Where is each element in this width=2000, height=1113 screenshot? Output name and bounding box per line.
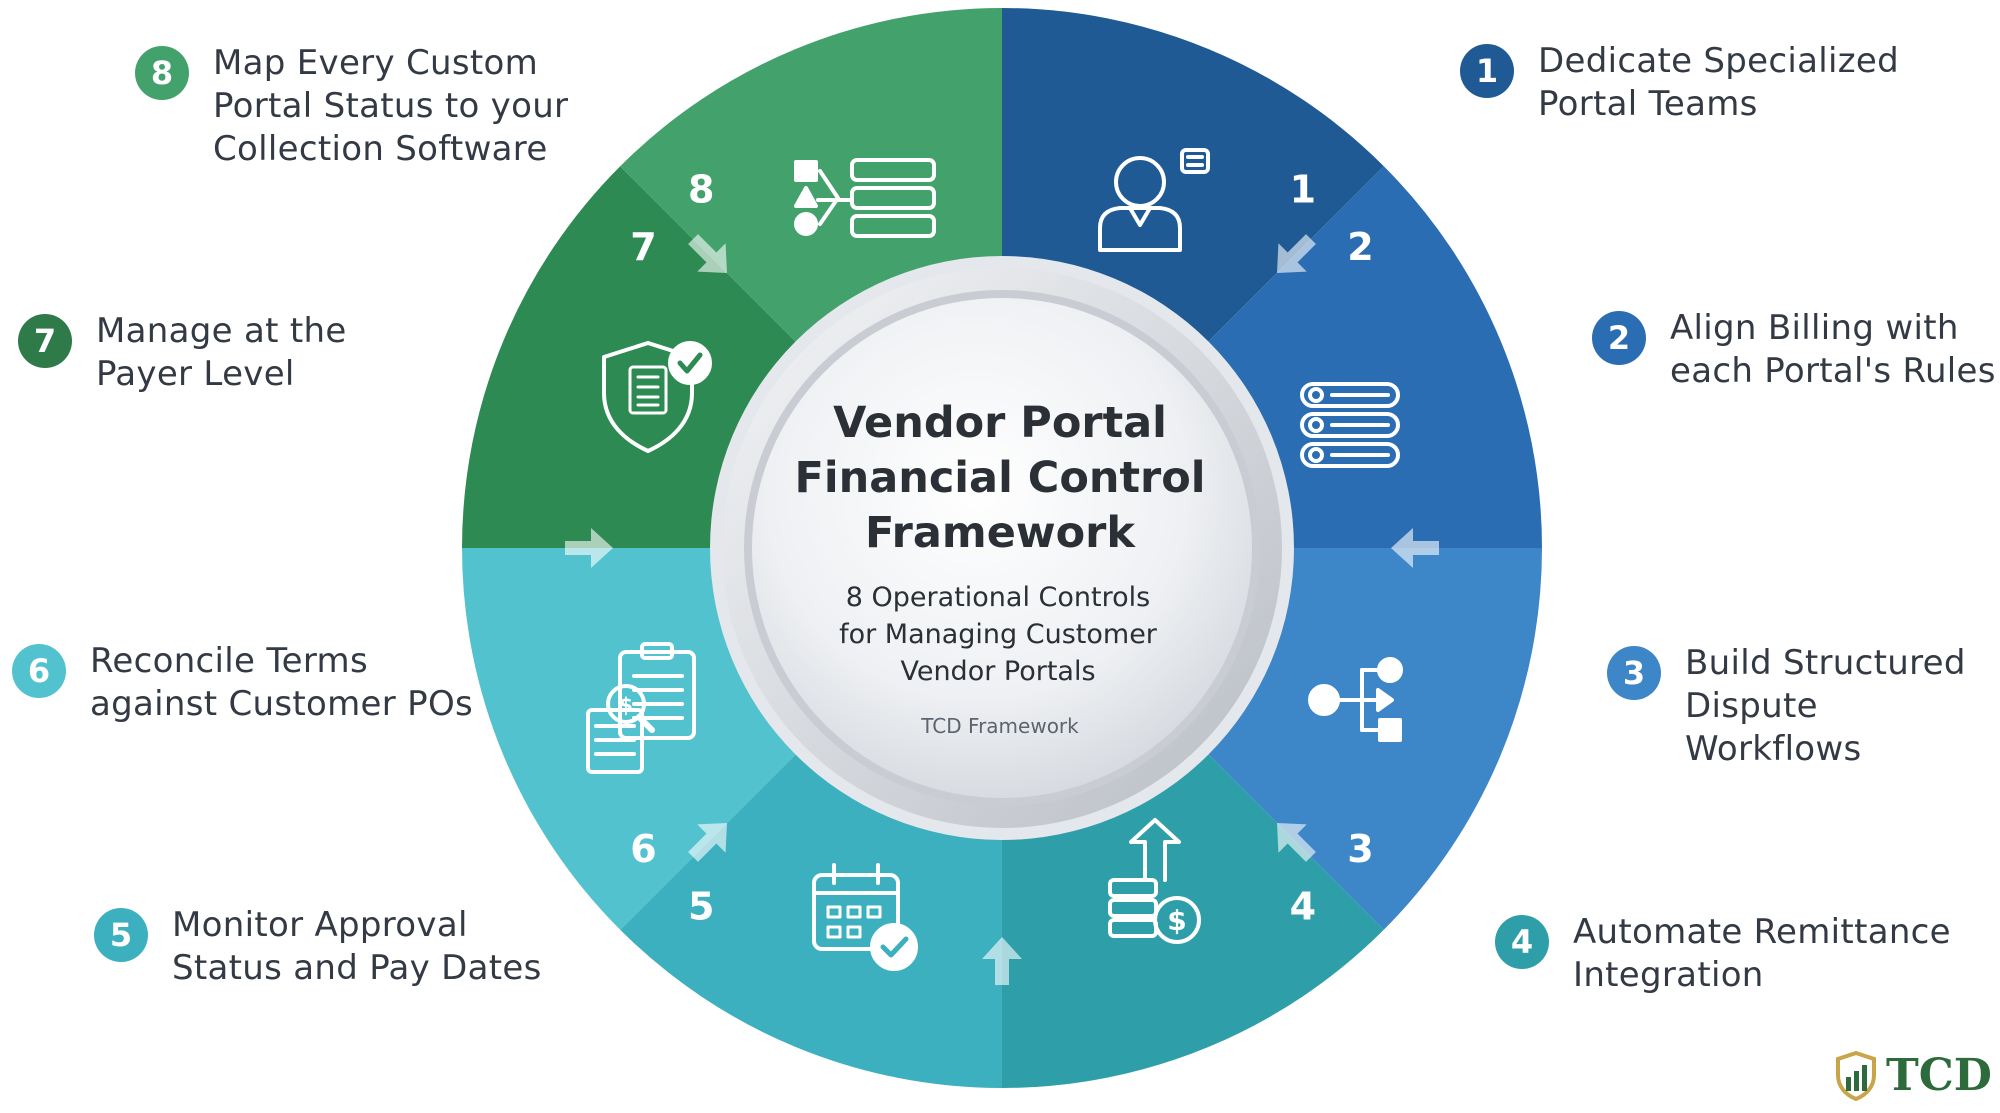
logo-text: TCD — [1886, 1050, 1992, 1101]
segment-number-2: 2 — [1347, 225, 1373, 269]
flow-arrow-4 — [982, 937, 1022, 985]
label-text-8: Map Every Custom Portal Status to your C… — [213, 43, 569, 169]
label-text-1: Dedicate Specialized Portal Teams — [1538, 41, 1900, 124]
center-subtitle-line-3: Vendor Portals — [900, 656, 1095, 687]
workflow-icon — [1308, 657, 1403, 742]
flow-arrow-6 — [565, 528, 613, 568]
flow-arrow-7 — [688, 234, 727, 273]
label-badge-3: 3 — [1607, 646, 1661, 700]
segment-number-3: 3 — [1347, 827, 1373, 871]
label-text-7: Manage at the Payer Level — [96, 311, 347, 394]
center-source: TCD Framework — [920, 714, 1079, 738]
label-4: 4 Automate Remittance Integration — [1495, 911, 1951, 997]
label-text-6: Reconcile Terms against Customer POs — [90, 641, 474, 724]
label-6: 6 Reconcile Terms against Customer POs — [12, 640, 473, 726]
label-badge-2: 2 — [1592, 311, 1646, 365]
tcd-shield-icon — [1836, 1050, 1876, 1101]
label-badge-1: 1 — [1460, 44, 1514, 98]
center-subtitle-line-1: 8 Operational Controls — [846, 582, 1150, 613]
label-text-2: Align Billing with each Portal's Rules — [1670, 308, 1996, 391]
svg-text:$: $ — [1167, 904, 1186, 937]
label-7: 7 Manage at the Payer Level — [18, 310, 347, 396]
segment-number-8: 8 — [688, 168, 714, 212]
label-badge-6: 6 — [12, 644, 66, 698]
label-2: 2 Align Billing with each Portal's Rules — [1592, 307, 1996, 393]
shield-document-icon — [602, 341, 712, 453]
label-3: 3 Build Structured Dispute Workflows — [1607, 642, 2000, 771]
label-5: 5 Monitor Approval Status and Pay Dates — [94, 904, 542, 990]
segment-number-7: 7 — [630, 225, 656, 269]
calendar-check-icon — [812, 863, 918, 971]
segment-number-5: 5 — [688, 885, 714, 929]
segment-number-6: 6 — [630, 827, 656, 871]
svg-text:$: $ — [619, 693, 633, 717]
icons-layer: 12 34 56 78 $ $ — [586, 148, 1403, 971]
label-text-5: Monitor Approval Status and Pay Dates — [172, 905, 542, 988]
flow-arrow-2 — [1391, 528, 1439, 568]
label-badge-7: 7 — [18, 314, 72, 368]
center-subtitle-line-2: for Managing Customer — [839, 619, 1158, 650]
status-map-icon — [794, 158, 936, 238]
label-badge-5: 5 — [94, 908, 148, 962]
flow-arrow-5 — [688, 823, 727, 862]
label-badge-4: 4 — [1495, 915, 1549, 969]
label-8: 8 Map Every Custom Portal Status to your… — [135, 42, 568, 171]
label-text-3: Build Structured Dispute Workflows — [1685, 643, 1966, 769]
label-1: 1 Dedicate Specialized Portal Teams — [1460, 40, 1899, 126]
center-title-line-2: Financial Control — [794, 453, 1205, 503]
segment-number-4: 4 — [1290, 885, 1316, 929]
center-title-line-1: Vendor Portal — [833, 398, 1167, 448]
support-agent-icon — [1098, 148, 1210, 252]
center-title-line-3: Framework — [865, 508, 1136, 558]
label-badge-8: 8 — [135, 46, 189, 100]
tcd-logo: TCD — [1834, 1050, 1992, 1101]
center-disc: Vendor Portal Financial Control Framewor… — [710, 256, 1294, 840]
flow-arrow-3 — [1277, 823, 1316, 862]
money-stack-icon: $ — [1108, 818, 1201, 944]
segment-number-1: 1 — [1290, 168, 1316, 212]
flow-arrows — [565, 234, 1439, 985]
checklist-icon — [1300, 382, 1400, 468]
flow-arrow-1 — [1277, 234, 1316, 273]
document-search-icon: $ — [586, 642, 696, 774]
label-text-4: Automate Remittance Integration — [1573, 912, 1951, 995]
